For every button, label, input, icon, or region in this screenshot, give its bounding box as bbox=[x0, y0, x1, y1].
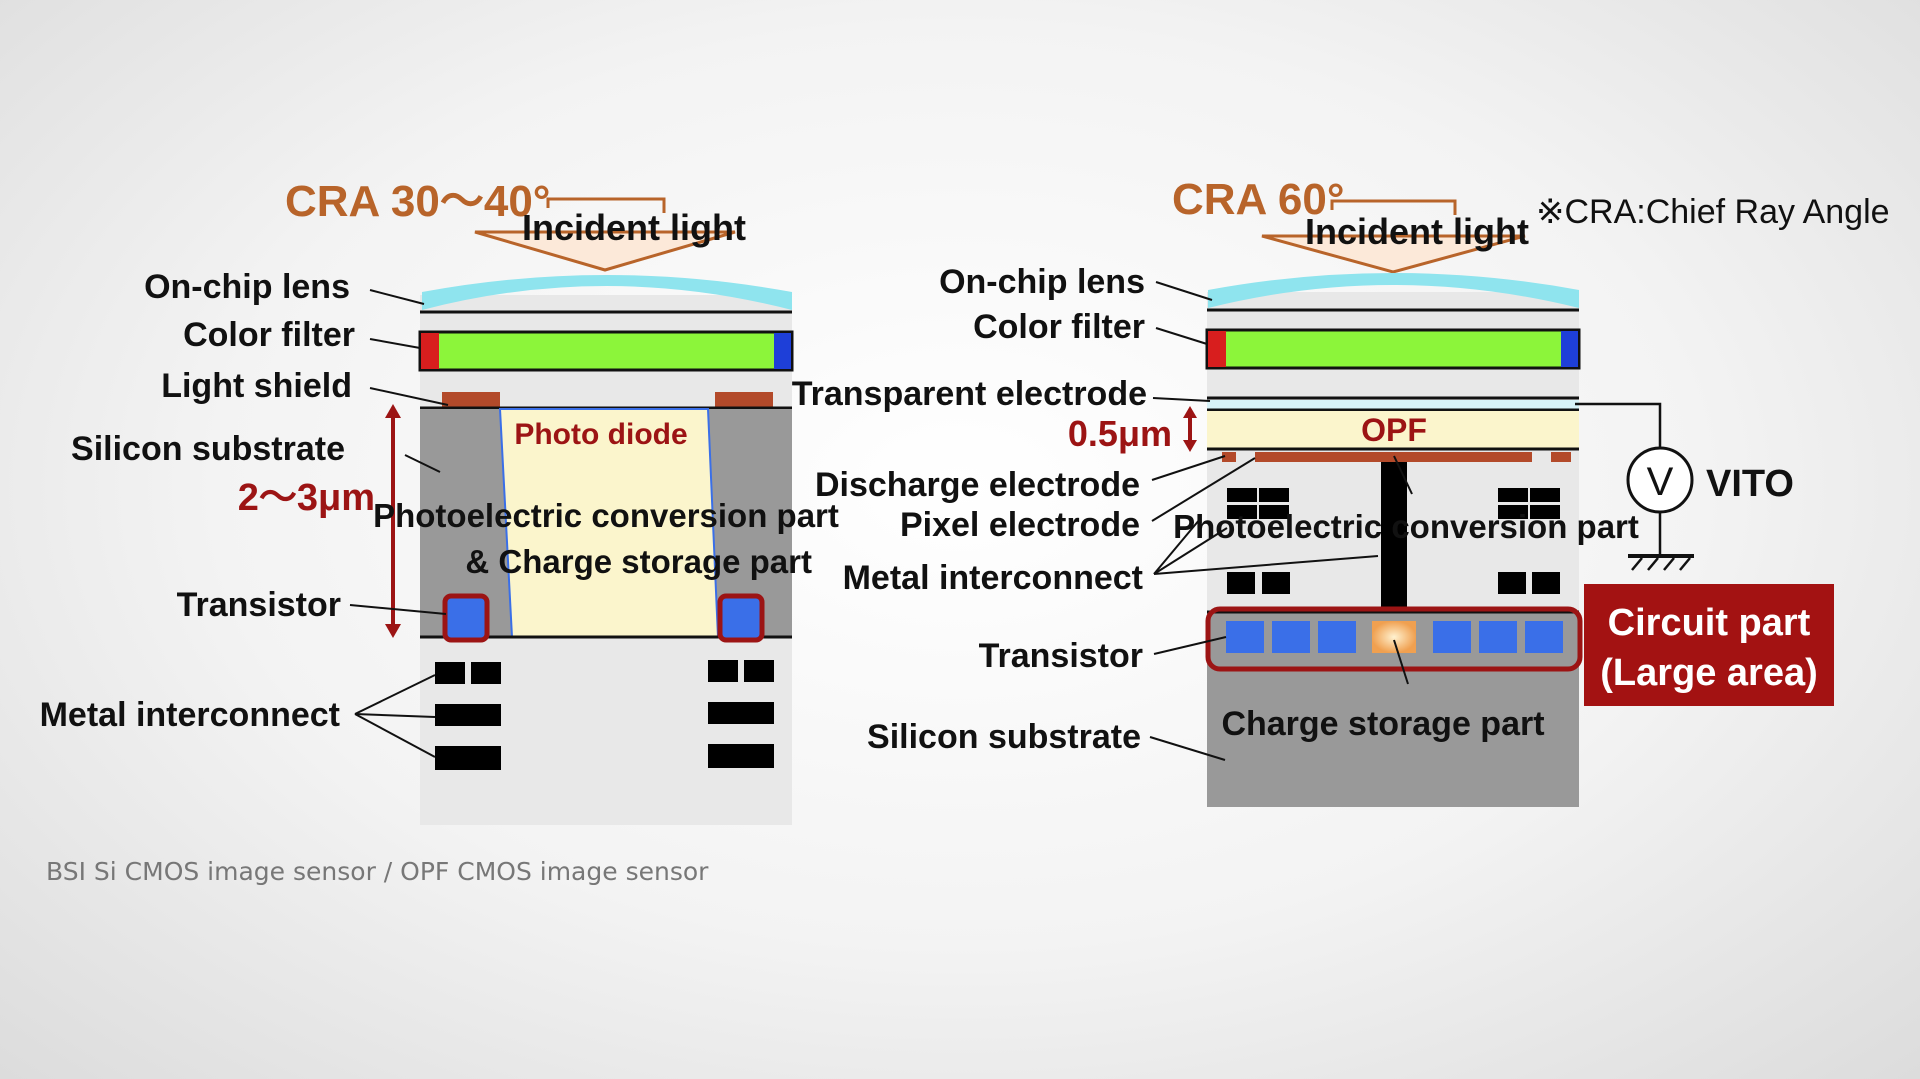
incident-light-left-label: Incident light bbox=[522, 207, 746, 248]
transparent-electrode bbox=[1207, 400, 1579, 409]
incident-light-arrow-right bbox=[1261, 199, 1526, 274]
incident-light-right-label: Incident light bbox=[1305, 211, 1529, 252]
discharge-electrode-label: Discharge electrode bbox=[815, 466, 1140, 504]
metal-interconnect-left bbox=[435, 660, 774, 770]
metal-interconnect-right bbox=[1227, 488, 1560, 594]
incident-light-arrow-left bbox=[474, 197, 736, 272]
voltage-symbol: V bbox=[1647, 460, 1674, 504]
metal-interconnect-right-label: Metal interconnect bbox=[843, 559, 1143, 597]
discharge-electrode-1 bbox=[1222, 452, 1236, 462]
bsi-sensor-diagram: CRA 30～40° Incident light bbox=[40, 177, 839, 825]
leader-lines-left bbox=[349, 289, 449, 758]
figure-caption: BSI Si CMOS image sensor / OPF CMOS imag… bbox=[46, 857, 709, 886]
thickness-arrow-right bbox=[1183, 406, 1197, 452]
thickness-arrow-left bbox=[385, 404, 401, 638]
color-filter-right-red bbox=[1208, 331, 1226, 367]
silicon-substrate-left-label: Silicon substrate bbox=[71, 430, 345, 468]
charge-storage-label: Charge storage part bbox=[1221, 705, 1544, 743]
leader-lines-right bbox=[1149, 281, 1413, 761]
color-filter-left-blue bbox=[774, 333, 791, 369]
light-shield-label: Light shield bbox=[161, 367, 352, 405]
transistor-row bbox=[1226, 621, 1563, 653]
color-filter-left-label: Color filter bbox=[183, 316, 355, 354]
thickness-left-label: 2～3μm bbox=[238, 477, 375, 519]
conversion-part-line2: & Charge storage part bbox=[465, 543, 812, 580]
opf-label: OPF bbox=[1361, 412, 1427, 448]
vito-circuit bbox=[1575, 402, 1694, 571]
transistor-left-2 bbox=[717, 593, 765, 643]
cra-right-label: CRA 60° bbox=[1172, 175, 1344, 224]
transistor-right-label: Transistor bbox=[979, 637, 1143, 675]
light-shield-left-1 bbox=[442, 392, 500, 407]
contact-via bbox=[1381, 462, 1407, 617]
cra-left-label: CRA 30～40° bbox=[285, 177, 550, 226]
opf-sensor-diagram: CRA 60° Incident light ※CRA:Chief Ray An… bbox=[792, 175, 1890, 807]
circuit-area-outline bbox=[1205, 606, 1583, 672]
metal-interconnect-left-label: Metal interconnect bbox=[40, 696, 340, 734]
color-filter-left-red bbox=[421, 333, 439, 369]
cra-note: ※CRA:Chief Ray Angle bbox=[1536, 193, 1890, 231]
on-chip-lens-left-label: On-chip lens bbox=[144, 268, 350, 306]
photo-diode-label: Photo diode bbox=[514, 418, 687, 451]
on-chip-lens-right-label: On-chip lens bbox=[939, 263, 1145, 301]
circuit-part-badge bbox=[1584, 584, 1834, 706]
on-chip-lens-left bbox=[422, 275, 792, 310]
vito-label: VITO bbox=[1706, 463, 1794, 505]
light-shield-left-2 bbox=[715, 392, 773, 407]
color-filter-left bbox=[418, 330, 794, 372]
opf-layer bbox=[1207, 411, 1579, 448]
conversion-part-line1: Photoelectric conversion part bbox=[373, 497, 839, 534]
on-chip-lens-right bbox=[1208, 273, 1579, 308]
color-filter-right-blue bbox=[1561, 331, 1578, 367]
circuit-part-line1: Circuit part bbox=[1608, 602, 1811, 644]
color-filter-right-label: Color filter bbox=[973, 308, 1145, 346]
photoelectric-conversion-label: Photoelectric conversion part bbox=[1173, 508, 1639, 545]
discharge-electrode-2 bbox=[1551, 452, 1571, 462]
pixel-electrode-label: Pixel electrode bbox=[900, 506, 1140, 544]
silicon-substrate-right-label: Silicon substrate bbox=[867, 718, 1141, 756]
transparent-electrode-label: Transparent electrode bbox=[792, 375, 1147, 413]
circuit-part-line2: (Large area) bbox=[1600, 652, 1818, 694]
transistor-left-label: Transistor bbox=[177, 586, 341, 624]
transistor-left-1 bbox=[442, 593, 490, 643]
thickness-right-label: 0.5μm bbox=[1068, 413, 1172, 454]
color-filter-right bbox=[1205, 328, 1581, 370]
charge-storage-node bbox=[1372, 621, 1416, 653]
